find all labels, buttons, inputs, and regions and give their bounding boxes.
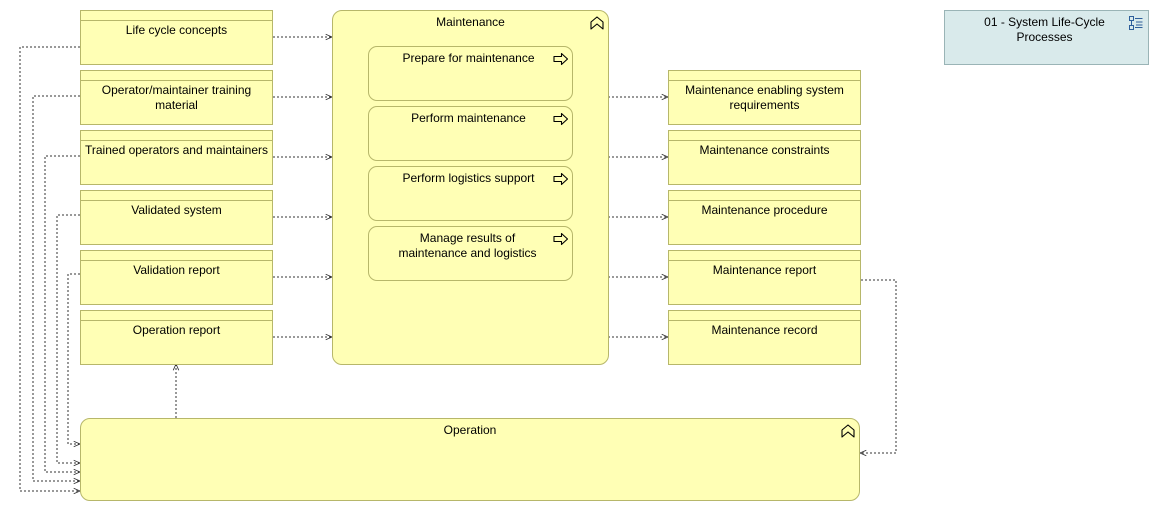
input-object-label: Validation report [133,263,220,277]
input-object-label: Operator/maintainer training material [101,83,252,112]
operation-process[interactable]: Operation [80,418,860,501]
object-header [81,251,272,261]
function-icon [590,16,604,30]
input-object-label: Operation report [132,323,221,337]
input-object-label: Validated system [131,203,222,217]
input-object-training-material[interactable]: Operator/maintainer training material [80,70,273,125]
object-header [669,251,860,261]
output-object-label: Maintenance record [711,323,818,337]
input-object-validated-system[interactable]: Validated system [80,190,273,245]
object-header [669,71,860,81]
view-reference-system-life-cycle[interactable]: 01 - System Life-Cycle Processes [944,10,1149,65]
input-object-label: Trained operators and maintainers [85,143,268,157]
process-arrow-icon [553,52,569,66]
input-object-trained-operators[interactable]: Trained operators and maintainers [80,130,273,185]
function-icon [841,424,855,438]
input-object-life-cycle-concepts[interactable]: Life cycle concepts [80,10,273,65]
subprocess-label: Manage results of maintenance and logist… [398,231,537,260]
object-header [669,131,860,141]
object-header [81,11,272,21]
process-arrow-icon [553,172,569,186]
maintenance-process[interactable]: Maintenance Prepare for maintenance Perf… [332,10,609,365]
output-object-procedure[interactable]: Maintenance procedure [668,190,861,245]
object-header [81,71,272,81]
maintenance-process-title: Maintenance [436,15,505,29]
subprocess-label: Perform maintenance [411,111,526,125]
object-header [81,311,272,321]
process-arrow-icon [553,112,569,126]
input-object-validation-report[interactable]: Validation report [80,250,273,305]
output-object-enabling-requirements[interactable]: Maintenance enabling system requirements [668,70,861,125]
view-reference-icon [1129,16,1143,30]
subprocess-perform-logistics-support[interactable]: Perform logistics support [368,166,573,221]
subprocess-label: Perform logistics support [402,171,535,185]
flow-validation-report-to-operation[interactable] [67,273,80,444]
flow-trained-operators-to-operation[interactable] [44,155,80,472]
input-object-operation-report[interactable]: Operation report [80,310,273,365]
object-header [669,311,860,321]
subprocess-perform-maintenance[interactable]: Perform maintenance [368,106,573,161]
process-arrow-icon [553,232,569,246]
view-reference-label: 01 - System Life-Cycle Processes [984,15,1105,44]
flow-life-cycle-concepts-to-operation[interactable] [19,46,80,491]
object-header [81,191,272,201]
output-object-label: Maintenance procedure [701,203,828,217]
output-object-maintenance-report[interactable]: Maintenance report [668,250,861,305]
output-object-label: Maintenance report [712,263,817,277]
object-header [81,131,272,141]
subprocess-manage-results[interactable]: Manage results of maintenance and logist… [368,226,573,281]
output-object-label: Maintenance constraints [699,143,830,157]
subprocess-prepare-for-maintenance[interactable]: Prepare for maintenance [368,46,573,101]
output-object-maintenance-record[interactable]: Maintenance record [668,310,861,365]
output-object-label: Maintenance enabling system requirements [685,83,844,112]
output-object-constraints[interactable]: Maintenance constraints [668,130,861,185]
flow-maintenance-report-to-operation[interactable] [860,279,897,453]
subprocess-label: Prepare for maintenance [402,51,535,65]
object-header [669,191,860,201]
input-object-label: Life cycle concepts [125,23,228,37]
operation-process-title: Operation [443,423,497,437]
